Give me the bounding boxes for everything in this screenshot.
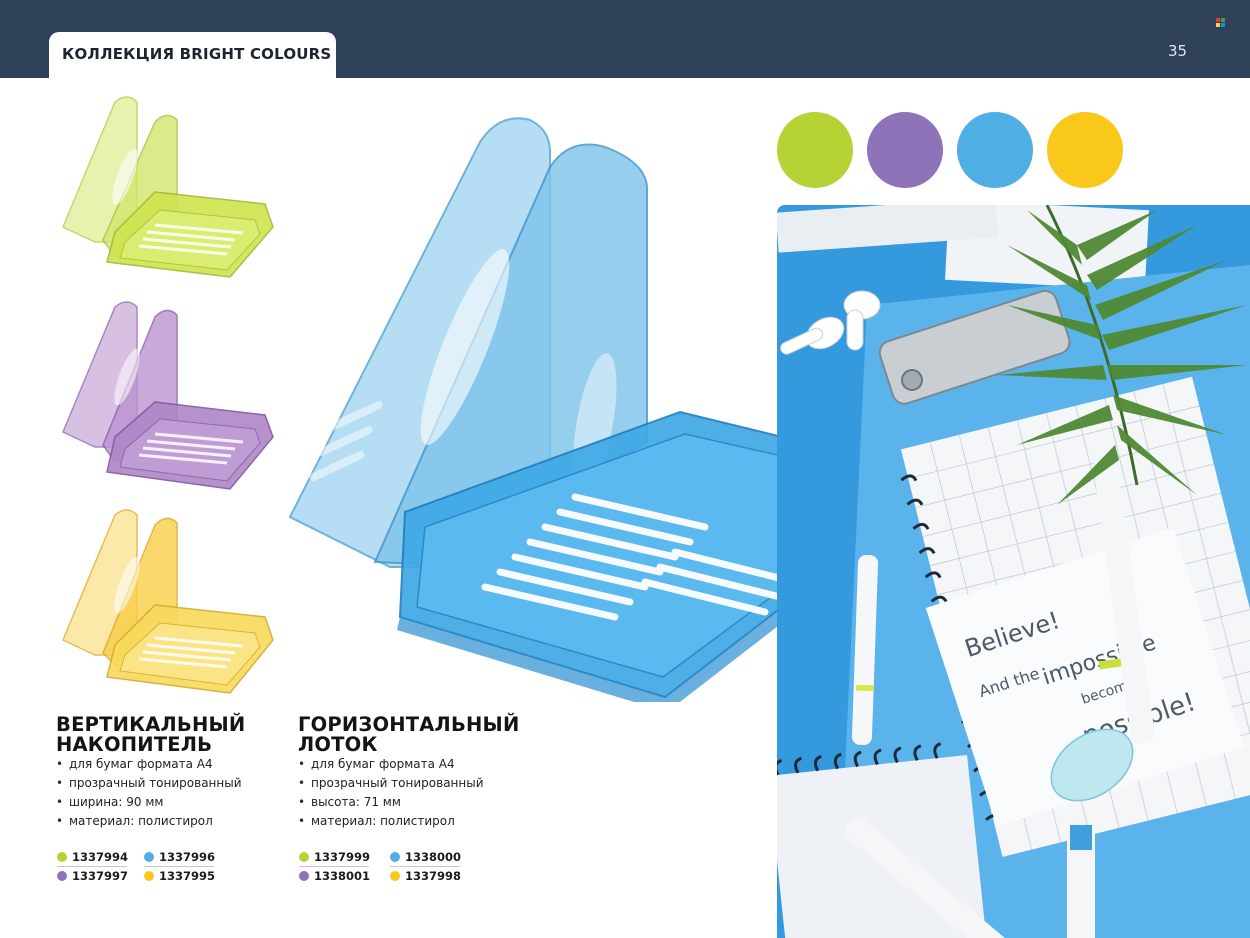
article-code-text: 1338001 — [314, 869, 371, 883]
article-code: 1337994 — [57, 849, 128, 865]
color-dot — [57, 852, 67, 862]
article-code-text: 1338000 — [405, 850, 462, 864]
list-item: прозрачный тонированный — [55, 774, 242, 793]
product-image-blue-large — [288, 117, 926, 702]
article-code-text: 1337997 — [72, 869, 129, 883]
swatch-green — [777, 112, 853, 188]
divider — [299, 866, 369, 867]
divider — [144, 866, 214, 867]
list-item: материал: полистирол — [55, 812, 242, 831]
article-code: 1337999 — [299, 849, 370, 865]
vertical-holder-title: ВЕРТИКАЛЬНЫЙ НАКОПИТЕЛЬ — [56, 715, 245, 755]
horizontal-tray-title: ГОРИЗОНТАЛЬНЫЙ ЛОТОК — [298, 715, 519, 755]
divider — [390, 866, 460, 867]
article-code-text: 1337994 — [72, 850, 129, 864]
article-code: 1337995 — [144, 868, 215, 884]
collection-tab: КОЛЛЕКЦИЯ BRIGHT COLOURS — [49, 32, 336, 78]
color-dot — [390, 852, 400, 862]
article-code: 1337997 — [57, 868, 128, 884]
horizontal-title-line1: ГОРИЗОНТАЛЬНЫЙ — [298, 713, 520, 736]
divider — [57, 866, 127, 867]
product-image-purple — [62, 301, 274, 490]
product-image-yellow — [62, 509, 274, 694]
article-code: 1337998 — [390, 868, 461, 884]
color-dot — [144, 871, 154, 881]
color-dot — [299, 852, 309, 862]
vertical-spec-list: для бумаг формата А4 прозрачный тонирова… — [55, 755, 242, 831]
list-item: высота: 71 мм — [297, 793, 484, 812]
swatch-purple — [867, 112, 943, 188]
horizontal-spec-list: для бумаг формата А4 прозрачный тонирова… — [297, 755, 484, 831]
list-item: прозрачный тонированный — [297, 774, 484, 793]
swatch-yellow — [1047, 112, 1123, 188]
product-image-green — [62, 96, 274, 278]
list-item: для бумаг формата А4 — [55, 755, 242, 774]
swatch-blue — [957, 112, 1033, 188]
article-code: 1338001 — [299, 868, 370, 884]
vertical-title-line1: ВЕРТИКАЛЬНЫЙ — [56, 713, 246, 736]
vertical-title-line2: НАКОПИТЕЛЬ — [56, 733, 213, 756]
color-dot — [144, 852, 154, 862]
color-dot — [57, 871, 67, 881]
article-code-text: 1337995 — [159, 869, 216, 883]
article-code: 1338000 — [390, 849, 461, 865]
brand-logo-icon — [1216, 18, 1226, 28]
article-code-text: 1337996 — [159, 850, 216, 864]
color-dot — [390, 871, 400, 881]
lifestyle-photo: Believe! And the impossible becomes poss… — [777, 205, 1250, 938]
horizontal-title-line2: ЛОТОК — [298, 733, 378, 756]
list-item: для бумаг формата А4 — [297, 755, 484, 774]
list-item: ширина: 90 мм — [55, 793, 242, 812]
collection-title: КОЛЛЕКЦИЯ BRIGHT COLOURS — [62, 45, 332, 63]
article-code: 1337996 — [144, 849, 215, 865]
color-dot — [299, 871, 309, 881]
article-code-text: 1337999 — [314, 850, 371, 864]
page-number: 35 — [1168, 42, 1188, 60]
list-item: материал: полистирол — [297, 812, 484, 831]
article-code-text: 1337998 — [405, 869, 462, 883]
